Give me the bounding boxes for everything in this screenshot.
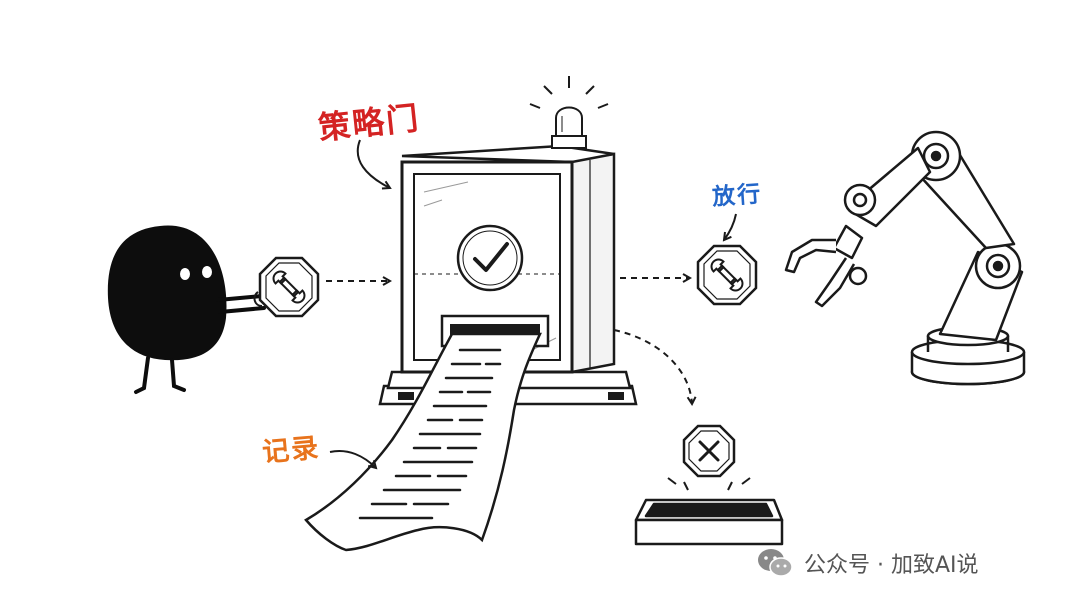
agent-character <box>107 225 266 394</box>
allow-label: 放行 <box>711 181 764 211</box>
record-label: 记录 <box>261 432 322 469</box>
beacon-light-icon <box>529 76 609 149</box>
character-arm-lower <box>218 306 266 314</box>
pass-label-pointer <box>724 213 737 240</box>
approved-token <box>696 244 758 306</box>
request-token <box>253 256 320 318</box>
hand-grip <box>253 291 263 307</box>
character-eye-left <box>180 268 190 280</box>
wrench-icon <box>272 270 306 304</box>
gate-label-pointer <box>356 139 390 188</box>
rejected-token <box>667 424 751 491</box>
character-leg-left <box>134 356 150 394</box>
arrow-rejected <box>613 329 692 404</box>
checkmark-icon <box>473 242 509 272</box>
rejection-tray <box>634 498 784 546</box>
policy-gate-machine <box>378 76 638 406</box>
audit-log-receipt <box>304 332 542 552</box>
log-label-pointer <box>329 450 376 468</box>
watermark-text: 公众号 · 加致AI说 <box>804 553 979 578</box>
wrench-icon <box>710 258 744 292</box>
wechat-icon <box>758 549 793 577</box>
character-eye-right <box>202 266 212 278</box>
x-icon <box>698 440 720 462</box>
source-watermark: 公众号 · 加致AI说 <box>756 543 979 583</box>
character-leg-right <box>170 358 186 392</box>
robot-arm <box>784 130 1026 386</box>
